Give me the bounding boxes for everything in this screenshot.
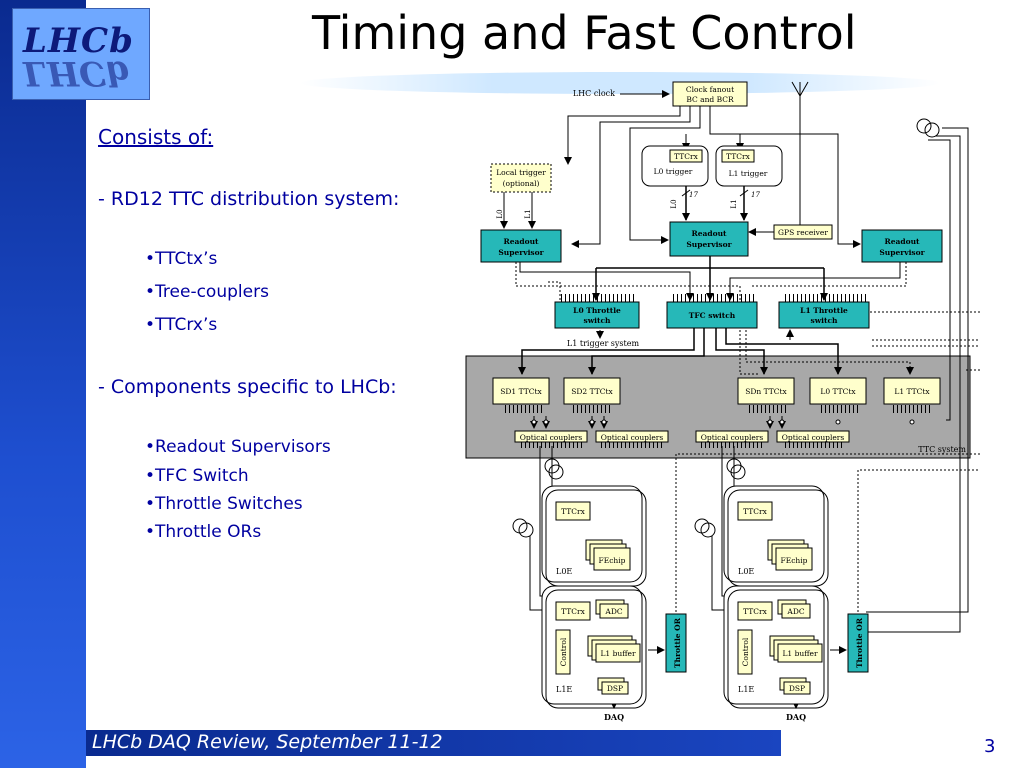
throttle-or-label: Throttle OR bbox=[673, 617, 682, 668]
l0-bus-width: 17 bbox=[689, 191, 698, 199]
adc-label: ADC bbox=[786, 607, 804, 616]
l1-line-label: L1 bbox=[524, 209, 532, 218]
readout-supervisor-sublabel: Supervisor bbox=[879, 248, 925, 257]
l0-throttle-switch-label: L0 Throttle bbox=[573, 306, 621, 315]
l1-buffer-label: L1 buffer bbox=[782, 649, 818, 658]
bullets-heading: Consists of: bbox=[98, 125, 214, 149]
footer-text: LHCb DAQ Review, September 11-12 bbox=[92, 731, 443, 753]
l0e-label: L0E bbox=[738, 567, 754, 576]
l1-trigger-system-label: L1 trigger system bbox=[567, 339, 640, 348]
footer-bar bbox=[86, 730, 781, 756]
gps-receiver-label: GPS receiver bbox=[778, 228, 828, 237]
logo-text-reflection: LHCb bbox=[23, 53, 130, 93]
ttctx-label: SDn TTCtx bbox=[745, 387, 787, 396]
lhcb-logo: LHCb LHCb bbox=[12, 8, 150, 100]
adc-label: ADC bbox=[604, 607, 622, 616]
slide-title: Timing and Fast Control bbox=[312, 6, 857, 60]
bullet-item: - RD12 TTC distribution system: bbox=[98, 188, 400, 210]
sidebar-band bbox=[0, 0, 86, 768]
l1-bus-width: 17 bbox=[751, 191, 760, 199]
l0-bus-label: L0 bbox=[670, 199, 678, 208]
l0-throttle-switch-sublabel: switch bbox=[583, 316, 611, 325]
optical-couplers-label: Optical couplers bbox=[520, 433, 583, 442]
l0-line-label: L0 bbox=[496, 209, 504, 218]
bullet-item: •Readout Supervisors bbox=[145, 437, 331, 457]
l1e-label: L1E bbox=[556, 685, 572, 694]
logo-text: LHCb bbox=[23, 21, 134, 61]
throttle-or-label: Throttle OR bbox=[855, 617, 864, 668]
control-label: Control bbox=[559, 637, 568, 666]
clock-fanout-sublabel: BC and BCR bbox=[686, 95, 734, 104]
page-number: 3 bbox=[984, 736, 996, 757]
readout-supervisor-label: Readout bbox=[503, 237, 539, 246]
optical-couplers-label: Optical couplers bbox=[601, 433, 664, 442]
ttctx-label: SD2 TTCtx bbox=[571, 387, 613, 396]
bullet-item: •Tree-couplers bbox=[145, 282, 269, 302]
readout-supervisor-sublabel: Supervisor bbox=[498, 248, 544, 257]
readout-supervisor-label: Readout bbox=[884, 237, 920, 246]
optical-couplers-label: Optical couplers bbox=[782, 433, 845, 442]
l1-throttle-switch-sublabel: switch bbox=[810, 316, 838, 325]
ttcrx-label: TTCrx bbox=[743, 607, 767, 616]
ttcrx-label: TTCrx bbox=[561, 607, 585, 616]
l1-throttle-switch-label: L1 Throttle bbox=[800, 306, 848, 315]
l1e-label: L1E bbox=[738, 685, 754, 694]
bullet-item: - Components specific to LHCb: bbox=[98, 376, 397, 398]
bullet-item: •TTCtx’s bbox=[145, 249, 218, 269]
bullet-item: •TTCrx’s bbox=[145, 315, 218, 335]
tfc-diagram: TTC system bbox=[460, 78, 999, 732]
daq-label: DAQ bbox=[786, 712, 806, 722]
ttcrx-label: TTCrx bbox=[743, 507, 767, 516]
optical-couplers-label: Optical couplers bbox=[701, 433, 764, 442]
bullet-item: •Throttle ORs bbox=[145, 522, 262, 542]
fechip-label: FEchip bbox=[599, 556, 626, 565]
ttcrx-label: TTCrx bbox=[561, 507, 585, 516]
ttc-system-label: TTC system bbox=[918, 445, 966, 454]
ttctx-label: L0 TTCtx bbox=[820, 387, 856, 396]
l0-trigger-label: L0 trigger bbox=[654, 167, 693, 176]
tfc-switch-label: TFC switch bbox=[689, 311, 736, 320]
dsp-label: DSP bbox=[789, 684, 805, 693]
readout-supervisor-sublabel: Supervisor bbox=[686, 240, 732, 249]
title-swoosh bbox=[300, 72, 940, 94]
ttctx-label: SD1 TTCtx bbox=[500, 387, 542, 396]
bullet-item: •TFC Switch bbox=[145, 466, 249, 486]
control-label: Control bbox=[741, 637, 750, 666]
ttcrx-label: TTCrx bbox=[726, 152, 750, 161]
l1-bus-label: L1 bbox=[730, 199, 738, 208]
clock-fanout-label: Clock fanout bbox=[686, 85, 734, 94]
fechip-label: FEchip bbox=[781, 556, 808, 565]
lhc-clock-label: LHC clock bbox=[573, 89, 615, 98]
bullet-item: •Throttle Switches bbox=[145, 494, 303, 514]
dsp-label: DSP bbox=[607, 684, 623, 693]
ttcrx-label: TTCrx bbox=[674, 152, 698, 161]
l0e-label: L0E bbox=[556, 567, 572, 576]
readout-supervisor-label: Readout bbox=[691, 229, 727, 238]
l1-trigger-label: L1 trigger bbox=[729, 169, 768, 178]
l1-buffer-label: L1 buffer bbox=[600, 649, 636, 658]
ttctx-label: L1 TTCtx bbox=[894, 387, 930, 396]
local-trigger-sublabel: (optional) bbox=[503, 179, 540, 188]
local-trigger-label: Local trigger bbox=[496, 168, 546, 177]
daq-label: DAQ bbox=[604, 712, 624, 722]
